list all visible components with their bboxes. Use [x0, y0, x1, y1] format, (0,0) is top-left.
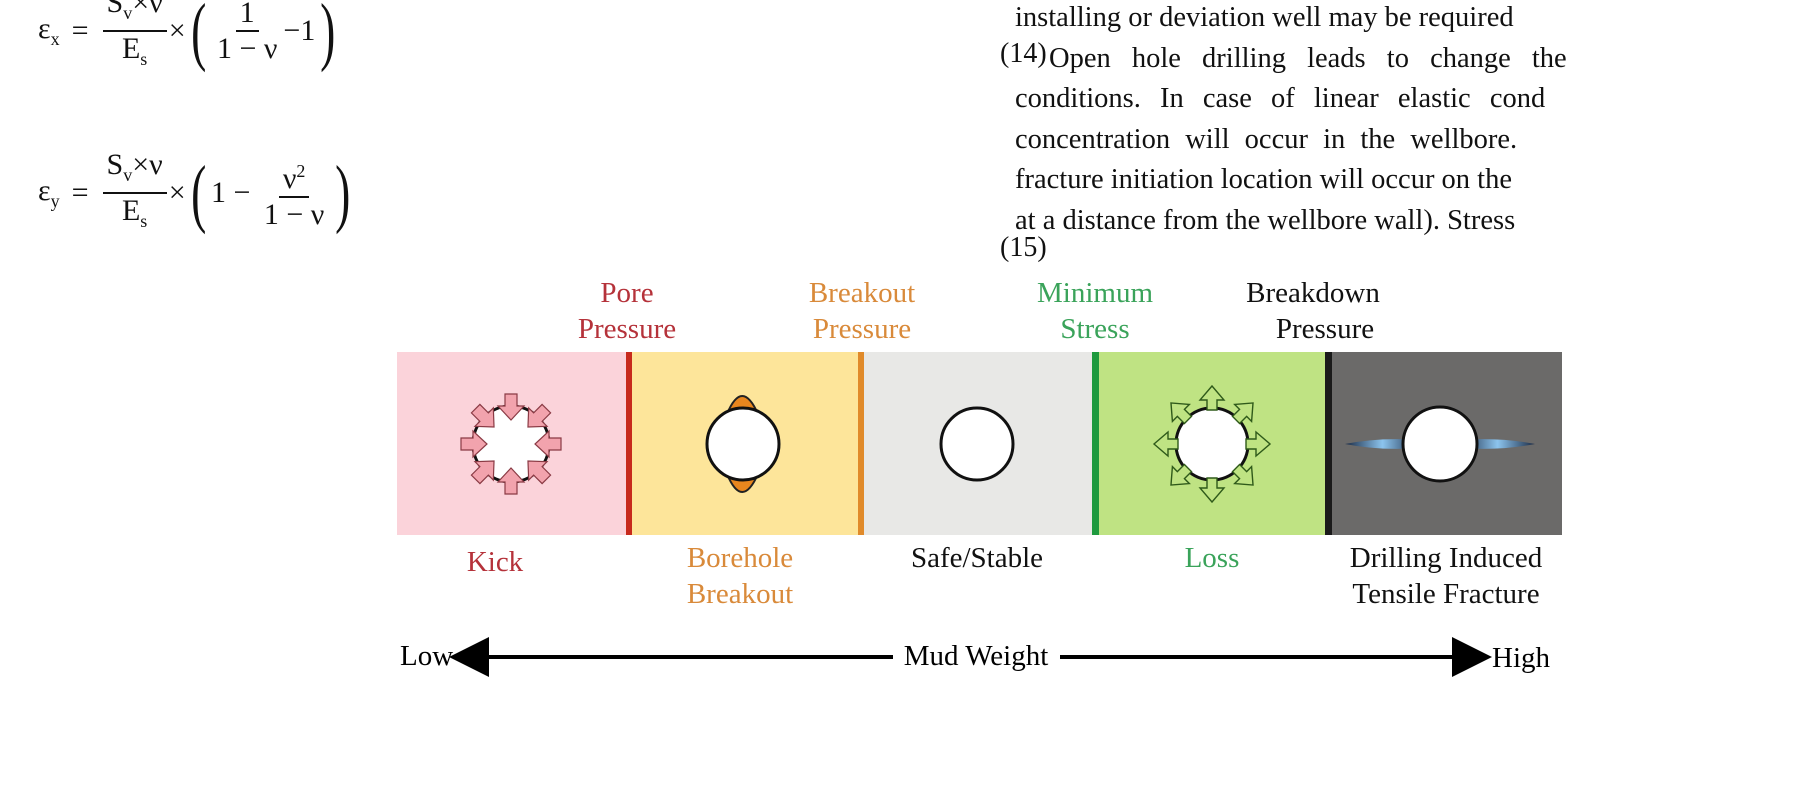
text-line: Open hole drilling leads to change the	[1049, 42, 1567, 74]
boundary-breakout-pressure	[858, 352, 864, 535]
kick-borehole-icon	[460, 393, 562, 495]
text-line: installing or deviation well may be requ…	[1015, 2, 1514, 33]
axis-high-label: High	[1492, 642, 1551, 674]
eq15-inner-fraction: ν2 1 − ν	[260, 154, 328, 232]
loss-borehole-icon	[1152, 384, 1272, 504]
label-safe-stable: Safe/Stable	[911, 542, 1043, 574]
mud-weight-axis: Low Mud Weight High	[400, 637, 1551, 677]
text-line: conditions. In case of linear elastic co…	[1015, 83, 1546, 114]
text-line: at a distance from the wellbore wall). S…	[1015, 204, 1516, 236]
boundary-breakdown-pressure	[1325, 352, 1332, 535]
label-kick: Kick	[467, 546, 524, 578]
eq14-inner-fraction: 1 1 − ν	[213, 0, 281, 66]
breakout-borehole-icon	[705, 395, 781, 493]
equation-15: εy = Sv×ν Es ×( 1 − ν2 1 − ν )	[38, 148, 356, 238]
axis-low-label: Low	[400, 640, 453, 672]
equation-number-14: (14)	[1000, 38, 1047, 69]
tensile-fracture-borehole-icon	[1345, 405, 1535, 483]
body-text-column: installing or deviation well may be requ…	[1015, 0, 1804, 241]
equation-14: εx = Sv×ν Es ×( 1 1 − ν −1)	[38, 0, 341, 76]
eq14-lhs: εx	[38, 12, 60, 49]
text-line: concentration will occur in the wellbore…	[1015, 123, 1518, 155]
axis-mud-weight-label: Mud Weight	[904, 640, 1049, 672]
boundary-pore-pressure	[626, 352, 632, 535]
eq14-fraction: Sv×ν Es	[102, 0, 167, 76]
text-line: fracture initiation location will occur …	[1015, 164, 1512, 195]
boundary-minimum-stress	[1092, 352, 1099, 535]
label-loss: Loss	[1185, 542, 1240, 574]
eq15-lhs: εy	[38, 174, 60, 211]
eq15-fraction: Sv×ν Es	[102, 148, 167, 238]
equation-number-15: (15)	[1000, 232, 1047, 263]
stable-borehole-icon	[939, 406, 1015, 482]
